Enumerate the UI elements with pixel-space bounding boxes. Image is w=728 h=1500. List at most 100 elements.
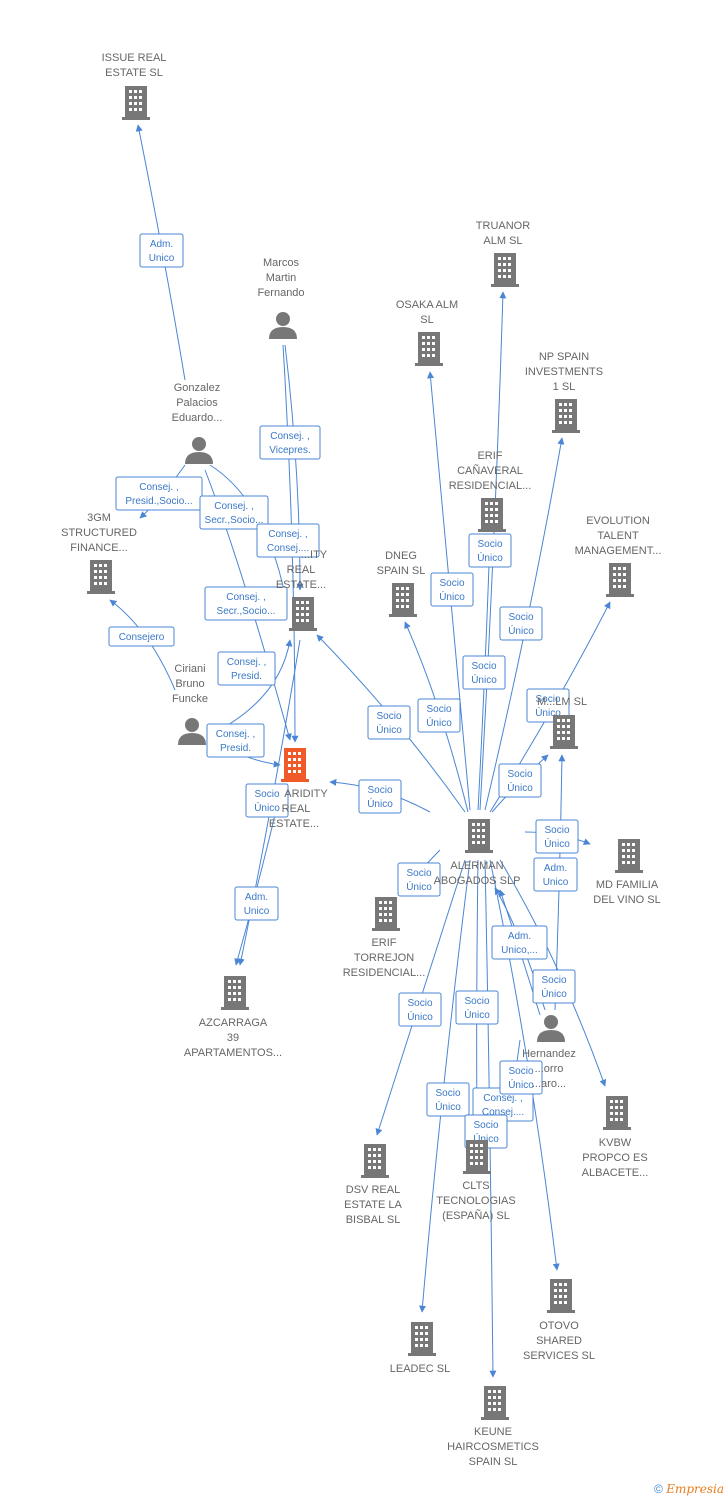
svg-text:ISSUE REAL: ISSUE REAL <box>102 52 167 64</box>
relation-label[interactable]: Adm. Unico,... <box>491 925 548 960</box>
building-icon <box>372 897 400 931</box>
svg-text:SL: SL <box>420 314 433 326</box>
relation-label[interactable]: Socio Único <box>398 992 442 1027</box>
node-otovo-shared[interactable]: OTOVO SHARED SERVICES SL <box>523 1279 595 1362</box>
svg-text:Socio: Socio <box>477 539 502 550</box>
node-osaka-alm[interactable]: OSAKA ALM SL <box>396 299 458 366</box>
relation-label[interactable]: Consej. , Consej.... <box>256 523 320 558</box>
node-np-spain[interactable]: NP SPAIN INVESTMENTS 1 SL <box>525 351 603 433</box>
node-keune-haircosmetics[interactable]: KEUNE HAIRCOSMETICS SPAIN SL <box>447 1386 539 1468</box>
building-icon <box>389 583 417 617</box>
svg-text:CAÑAVERAL: CAÑAVERAL <box>457 464 523 477</box>
svg-text:SPAIN SL: SPAIN SL <box>469 1456 518 1468</box>
relation-label[interactable]: Socio Único <box>367 705 411 740</box>
relation-label[interactable]: Consej. , Vicepres. <box>259 425 321 460</box>
node-gonzalez-palacios[interactable]: Gonzalez Palacios Eduardo... <box>172 382 223 464</box>
node-dneg-spain[interactable]: DNEG SPAIN SL <box>377 550 426 617</box>
svg-text:Unico: Unico <box>543 877 569 888</box>
svg-text:3GM: 3GM <box>87 512 111 524</box>
svg-text:Socio: Socio <box>508 1066 533 1077</box>
svg-text:Unico: Unico <box>244 906 270 917</box>
svg-text:Gonzalez: Gonzalez <box>174 382 220 394</box>
svg-text:Adm.: Adm. <box>245 892 268 903</box>
node-issue-real-estate[interactable]: ISSUE REAL ESTATE SL <box>102 52 167 120</box>
relation-label[interactable]: Socio Único <box>417 698 461 733</box>
relation-label[interactable]: Socio Único <box>245 783 289 818</box>
relation-label[interactable]: Consej. , Secr.,Socio... <box>204 586 288 621</box>
svg-text:Unico: Unico <box>149 253 175 264</box>
node-alerman-abogados[interactable]: ALERMAN ABOGADOS SLP <box>434 819 521 887</box>
relation-label[interactable]: Socio Único <box>455 990 499 1025</box>
relation-label[interactable]: Socio Único <box>535 819 579 854</box>
node-md-familia-del-vino[interactable]: MD FAMILIA DEL VINO SL <box>593 839 661 906</box>
node-city-real-estate[interactable]: ...ITY REAL ESTATE... <box>276 549 328 631</box>
svg-text:Consej. ,: Consej. , <box>268 529 307 540</box>
building-icon <box>603 1096 631 1130</box>
building-icon <box>122 86 150 120</box>
svg-text:Socio: Socio <box>535 694 560 705</box>
edge-alerman-otovo <box>489 859 560 1271</box>
relation-label[interactable]: Socio Único <box>430 572 474 607</box>
svg-text:APARTAMENTOS...: APARTAMENTOS... <box>184 1047 282 1059</box>
svg-text:Adm.: Adm. <box>150 239 173 250</box>
relation-label[interactable]: Socio Único <box>426 1082 470 1117</box>
relation-label[interactable]: Consej. , Presid. <box>206 723 265 758</box>
relation-label[interactable]: Socio Único <box>358 779 402 814</box>
svg-text:Único: Único <box>435 1100 461 1113</box>
node-kvbw-propco[interactable]: KVBW PROPCO ES ALBACETE... <box>582 1096 649 1179</box>
node-marcos-martin-fernando[interactable]: Marcos Martin Fernando <box>257 257 305 339</box>
relation-label[interactable]: Consej. , Presid. <box>217 651 276 686</box>
relation-label[interactable]: Socio Único <box>468 533 512 568</box>
relation-label[interactable]: Socio Único <box>498 763 542 798</box>
node-leadec[interactable]: LEADEC SL <box>390 1322 451 1375</box>
node-ciriani-bruno-funcke[interactable]: Ciriani Bruno Funcke <box>172 663 208 745</box>
relation-label[interactable]: Consej. , Presid.,Socio... <box>115 476 203 511</box>
svg-text:EVOLUTION: EVOLUTION <box>586 515 650 527</box>
copyright-symbol: © <box>654 1482 663 1496</box>
relation-label[interactable]: Socio Único <box>462 655 506 690</box>
node-m-alm[interactable]: M...LM SL <box>537 696 587 749</box>
svg-text:Presid.,Socio...: Presid.,Socio... <box>125 496 192 507</box>
building-icon <box>87 560 115 594</box>
svg-text:Consej. ,: Consej. , <box>270 431 309 442</box>
svg-text:TRUANOR: TRUANOR <box>476 220 530 232</box>
svg-text:SERVICES SL: SERVICES SL <box>523 1350 595 1362</box>
svg-text:Bruno: Bruno <box>175 678 204 690</box>
relation-label[interactable]: Socio Único <box>499 1060 543 1095</box>
relation-label[interactable]: Adm. Unico <box>533 857 578 892</box>
relation-label[interactable]: Adm. Unico <box>234 886 279 921</box>
building-icon <box>465 819 493 853</box>
relation-label[interactable]: Adm. Unico <box>139 233 184 268</box>
svg-text:Único: Único <box>544 837 570 850</box>
node-erif-canaveral[interactable]: ERIF CAÑAVERAL RESIDENCIAL... <box>449 450 532 532</box>
nodes: ISSUE REAL ESTATE SL Marcos Martin Ferna… <box>61 52 661 1468</box>
node-dsv-real-estate[interactable]: DSV REAL ESTATE LA BISBAL SL <box>344 1144 402 1226</box>
relation-label[interactable]: Socio Único <box>532 969 576 1004</box>
svg-text:REAL: REAL <box>287 564 316 576</box>
relation-label[interactable]: Consej. , Secr.,Socio... <box>199 495 269 530</box>
building-icon <box>415 332 443 366</box>
edge-gonzalez-aridity <box>204 469 292 741</box>
svg-text:Vicepres.: Vicepres. <box>269 445 311 456</box>
svg-text:Único: Único <box>507 781 533 794</box>
building-icon <box>550 715 578 749</box>
node-hernandez[interactable]: Hernandez ...orro ...aro... <box>522 1015 576 1090</box>
node-3gm-structured[interactable]: 3GM STRUCTURED FINANCE... <box>61 512 137 594</box>
relation-label[interactable]: Socio Único <box>499 606 543 641</box>
svg-text:ABOGADOS SLP: ABOGADOS SLP <box>434 875 521 887</box>
node-aridity-real-estate[interactable]: ARIDITY REAL ESTATE... <box>269 748 329 830</box>
node-erif-torrejon[interactable]: ERIF TORREJON RESIDENCIAL... <box>343 897 426 979</box>
node-truanor-alm[interactable]: TRUANOR ALM SL <box>476 220 530 287</box>
svg-text:Socio: Socio <box>406 868 431 879</box>
relation-label[interactable]: Consejero <box>108 626 175 647</box>
building-icon <box>615 839 643 873</box>
relation-label[interactable]: Socio Único <box>526 688 570 723</box>
node-azcarraga-39[interactable]: AZCARRAGA 39 APARTAMENTOS... <box>184 976 282 1059</box>
svg-text:Fernando: Fernando <box>257 287 304 299</box>
svg-text:Consej. ,: Consej. , <box>214 501 253 512</box>
node-clts-tecnologias[interactable]: CLTS TECNOLOGIAS (ESPAÑA) SL <box>436 1140 516 1222</box>
building-icon-main <box>281 748 309 782</box>
node-evolution-talent[interactable]: EVOLUTION TALENT MANAGEMENT... <box>575 515 662 597</box>
relation-label[interactable]: Socio Único <box>397 862 441 897</box>
